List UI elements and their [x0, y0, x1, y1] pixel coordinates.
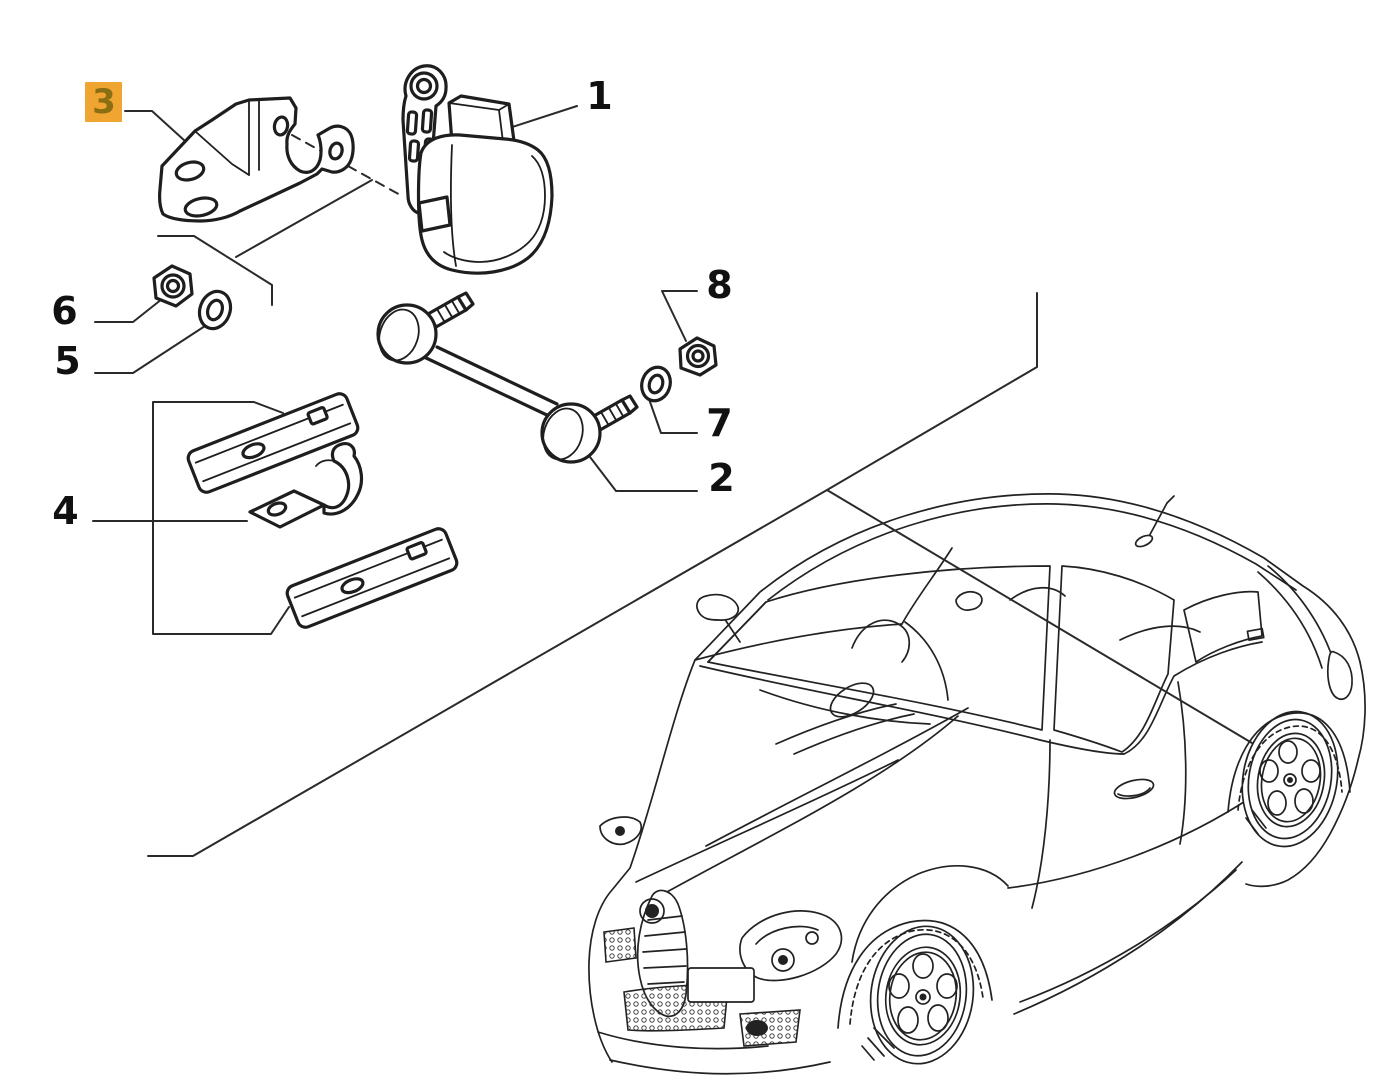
rear-wheel-arch [1227, 712, 1351, 813]
vehicle-illustration [588, 493, 1366, 1075]
link-ball-upper [376, 303, 438, 365]
front-wheel [861, 925, 975, 1065]
front-wheel-arch [837, 919, 993, 1029]
headlight [739, 910, 843, 982]
fog-lamp [746, 1020, 768, 1036]
part-5-washer [197, 289, 233, 331]
bumper-mesh-side [739, 1009, 801, 1047]
alfa-badge-icon [639, 898, 665, 924]
callout-label-4[interactable]: 4 [52, 489, 78, 533]
car-rear-outline [1245, 661, 1366, 888]
callout-label-2[interactable]: 2 [708, 456, 734, 500]
part-6-nut [152, 264, 194, 308]
leader-3 [124, 110, 186, 142]
callout-label-3-highlighted[interactable]: 3 [85, 82, 122, 122]
callout-label-8[interactable]: 8 [706, 263, 732, 307]
bumper-mesh-small [603, 927, 637, 963]
car-body-outline [588, 493, 1361, 1063]
side-mirror [696, 593, 740, 621]
door-handle [1113, 778, 1155, 800]
roof-antenna [1134, 495, 1175, 548]
clamp-saddle [322, 442, 364, 516]
leader-8 [661, 290, 698, 342]
license-plate [687, 967, 755, 1003]
bolt-axis-dashed-line [291, 134, 403, 197]
far-side-mirror [955, 590, 983, 611]
location-pointer-line [826, 489, 1253, 744]
part-7-washer [640, 365, 672, 403]
car-interior-sketch [759, 586, 1201, 755]
part-3-mounting-bracket [158, 96, 355, 223]
far-headlight [599, 816, 643, 846]
rear-wheel [1241, 710, 1339, 848]
leader-lines [92, 105, 1253, 857]
part-4-rail-top [186, 392, 360, 494]
quarter-window [1183, 590, 1263, 663]
front-door-window [707, 565, 1051, 731]
callout-label-5[interactable]: 5 [54, 339, 80, 383]
leader-1 [502, 105, 578, 131]
leader-3-group [157, 235, 273, 306]
part-2-link-rod [376, 291, 639, 464]
assembly-line [235, 179, 373, 258]
callout-label-6[interactable]: 6 [51, 289, 77, 333]
part-4-clamp [248, 442, 364, 529]
rear-door-window [1053, 565, 1175, 753]
leader-6 [94, 298, 163, 323]
taillight [1326, 650, 1353, 701]
callout-label-7[interactable]: 7 [706, 401, 732, 445]
leader-7 [648, 398, 698, 434]
part-8-nut [678, 336, 718, 377]
leader-4-bracket [92, 401, 290, 635]
link-ball-lower [540, 402, 602, 464]
leader-2 [589, 456, 698, 492]
callout-label-1[interactable]: 1 [586, 74, 612, 118]
part-4-rail-bottom [285, 527, 459, 629]
part-1-ride-height-sensor [401, 64, 554, 275]
hidden-rear-handle [1246, 627, 1265, 641]
leader-5 [94, 325, 206, 374]
